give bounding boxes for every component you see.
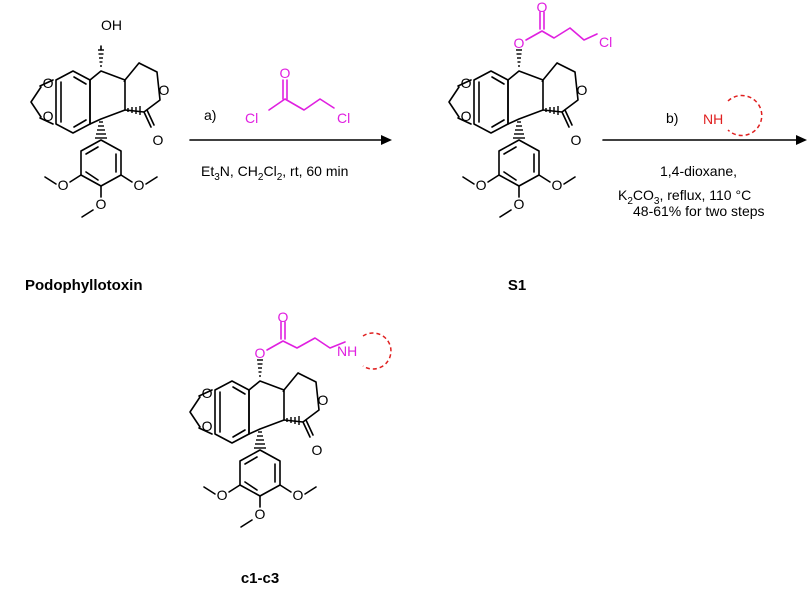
atom-o: O [461, 108, 472, 124]
atom-o: O [159, 82, 170, 98]
carbonyl-o: O [278, 309, 289, 325]
amine-ring-dashed [727, 94, 763, 137]
atom-o: O [571, 132, 582, 148]
molecule-s1: O O Cl O O O O O O O [448, 0, 612, 218]
atom-o: O [552, 177, 563, 193]
atom-o: O [58, 177, 69, 193]
atom-o: O [96, 196, 107, 212]
atom-o: O [153, 132, 164, 148]
step-b-base-temp: K2CO3, reflux, 110 °C [618, 187, 751, 207]
carbonyl-o: O [537, 0, 548, 15]
atom-o: O [577, 82, 588, 98]
reagent-3-chloropropionyl-chloride: O Cl Cl [245, 65, 350, 126]
step-b-yield: 48-61% for two steps [633, 203, 765, 219]
ester-o: O [255, 345, 266, 361]
atom-o: O [202, 418, 213, 434]
hydroxyl-label: OH [101, 17, 122, 33]
s1-label: S1 [508, 277, 526, 294]
step-b-solvent: 1,4-dioxane, [660, 163, 737, 179]
product-nh: NH [337, 343, 357, 359]
molecule-podophyllotoxin: OH O O O O O O O [30, 17, 170, 218]
amine-nh: NH [703, 111, 723, 127]
atom-o: O [318, 392, 329, 408]
atom-o: O [280, 65, 291, 81]
atom-o: O [43, 75, 54, 91]
reaction-arrow-b [602, 135, 807, 145]
reagent-cl-right: Cl [337, 110, 350, 126]
step-b-label: b) [666, 110, 678, 126]
atom-o: O [461, 75, 472, 91]
atom-o: O [476, 177, 487, 193]
atom-o: O [514, 196, 525, 212]
atom-o: O [255, 506, 266, 522]
step-a-conditions: Et3N, CH2Cl2, rt, 60 min [201, 163, 348, 183]
ester-o: O [514, 35, 525, 51]
molecule-c1-c3: O O NH O O O O O O O [189, 309, 357, 528]
atom-o: O [217, 487, 228, 503]
atom-o: O [43, 108, 54, 124]
reagent-cl-left: Cl [245, 110, 258, 126]
reaction-arrow-a [189, 135, 392, 145]
atom-o: O [202, 385, 213, 401]
atom-o: O [312, 442, 323, 458]
atom-o: O [134, 177, 145, 193]
atom-o: O [293, 487, 304, 503]
podophyllotoxin-label: Podophyllotoxin [25, 277, 143, 294]
c1-c3-label: c1-c3 [241, 570, 279, 587]
step-a-label: a) [204, 107, 216, 123]
s1-cl: Cl [599, 34, 612, 50]
product-amine-ring-dashed [362, 332, 392, 370]
